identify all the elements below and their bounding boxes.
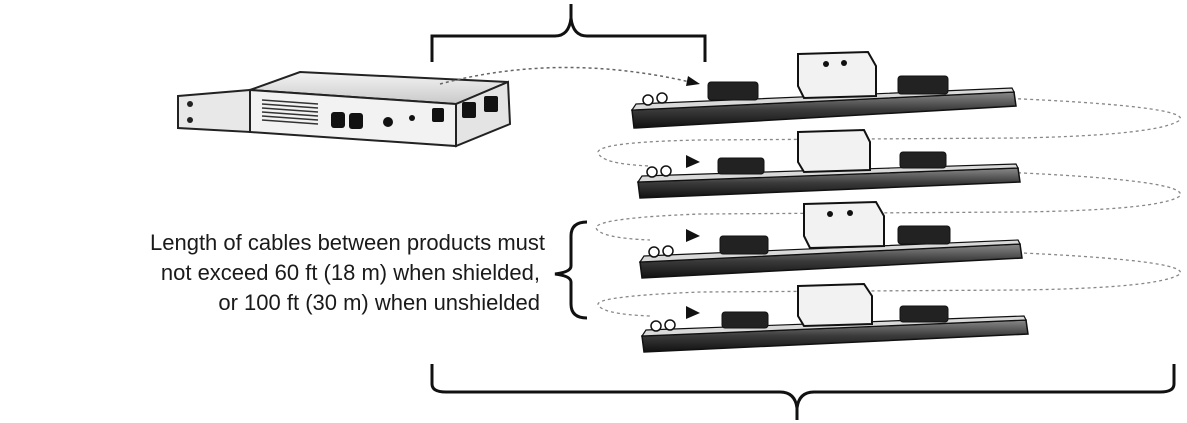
top-brace xyxy=(430,4,707,62)
rack-power-supply-icon xyxy=(177,70,512,148)
controller-cable xyxy=(439,66,691,85)
cable-length-note-line-3: or 100 ft (30 m) when unshielded xyxy=(218,290,540,315)
arrow-head-1 xyxy=(686,76,700,86)
side-brace xyxy=(554,220,588,320)
cable-length-note: Length of cables between products must n… xyxy=(150,228,546,318)
cable-arrows xyxy=(686,155,700,319)
loop-cable-2 xyxy=(595,171,1182,241)
cable-length-note-line-2: not exceed 60 ft (18 m) when shielded, xyxy=(160,260,540,285)
linear-light-fixture-icon xyxy=(630,50,1029,353)
loop-cable-3 xyxy=(597,251,1182,317)
bottom-brace xyxy=(430,364,1176,420)
cable-length-note-line-1: Length of cables between products must xyxy=(150,230,546,255)
loop-cable-1 xyxy=(597,97,1182,167)
